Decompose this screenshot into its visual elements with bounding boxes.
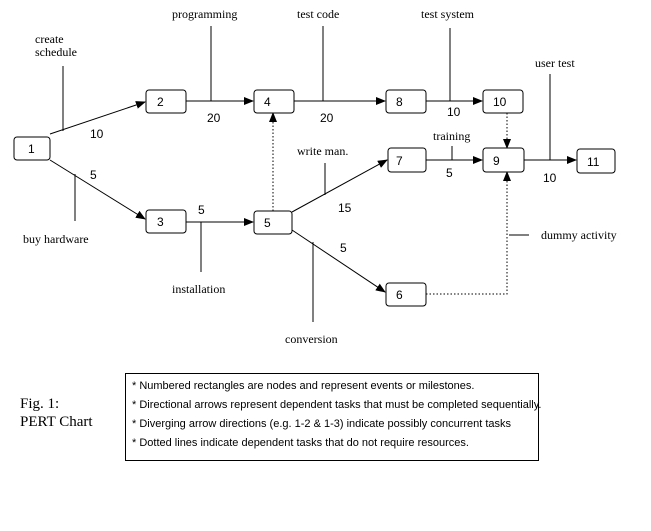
duration-5-6: 5 — [340, 241, 347, 255]
duration-7-9: 5 — [446, 166, 453, 180]
node-9: 9 — [482, 147, 525, 173]
node-8-label: 8 — [396, 95, 403, 109]
node-11: 11 — [576, 148, 616, 174]
legend-item: * Dotted lines indicate dependent tasks … — [132, 437, 469, 449]
duration-8-10: 10 — [447, 105, 461, 119]
legend-box: * Numbered rectangles are nodes and repr… — [125, 373, 542, 461]
task-label-training: training — [433, 129, 470, 143]
task-label-create: create — [35, 32, 64, 46]
node-6-label: 6 — [396, 288, 403, 302]
node-2-label: 2 — [157, 95, 164, 109]
task-label-schedule: schedule — [35, 45, 77, 59]
task-label-dummy-activity: dummy activity — [541, 228, 617, 242]
caption-line-2: PERT Chart — [20, 414, 93, 430]
node-7: 7 — [387, 147, 427, 173]
node-10: 10 — [482, 89, 524, 114]
dummy-edge-6-9 — [426, 171, 511, 295]
figure-caption: Fig. 1: PERT Chart — [20, 395, 93, 431]
task-label-programming: programming — [172, 7, 237, 21]
node-1-label: 1 — [28, 142, 35, 156]
duration-5-7: 15 — [338, 201, 352, 215]
duration-4-8: 20 — [320, 111, 334, 125]
node-1: 1 — [13, 136, 51, 161]
task-label-conversion: conversion — [285, 332, 338, 346]
edge-5-6 — [291, 229, 386, 293]
duration-9-11: 10 — [543, 171, 557, 185]
edge-5-7 — [291, 159, 388, 213]
task-label-buy-hardware: buy hardware — [23, 232, 89, 246]
node-4-label: 4 — [264, 95, 271, 109]
legend-item: * Numbered rectangles are nodes and repr… — [132, 380, 475, 392]
node-3-label: 3 — [157, 215, 164, 229]
edge-1-2 — [49, 101, 146, 135]
node-5-label: 5 — [264, 216, 271, 230]
node-8: 8 — [385, 89, 427, 114]
duration-1-2: 10 — [90, 127, 104, 141]
node-10-label: 10 — [493, 95, 507, 109]
node-11-label: 11 — [587, 155, 600, 169]
legend-item: * Diverging arrow directions (e.g. 1-2 &… — [132, 418, 512, 430]
caption-line-1: Fig. 1: — [20, 396, 60, 412]
task-label-write-manual: write man. — [297, 144, 348, 158]
task-label-user-test: user test — [535, 56, 575, 70]
node-4: 4 — [253, 89, 295, 114]
edge-1-3 — [49, 159, 146, 220]
duration-1-3: 5 — [90, 168, 97, 182]
node-6: 6 — [385, 282, 427, 307]
duration-3-5: 5 — [198, 203, 205, 217]
node-2: 2 — [145, 89, 187, 114]
task-label-installation: installation — [172, 282, 225, 296]
duration-2-4: 20 — [207, 111, 221, 125]
task-label-test-code: test code — [297, 7, 339, 21]
task-label-test-system: test system — [421, 7, 475, 21]
node-7-label: 7 — [396, 154, 403, 168]
node-5: 5 — [253, 210, 293, 235]
legend-item: * Directional arrows represent dependent… — [132, 399, 542, 411]
node-3: 3 — [145, 209, 187, 234]
node-9-label: 9 — [493, 154, 500, 168]
